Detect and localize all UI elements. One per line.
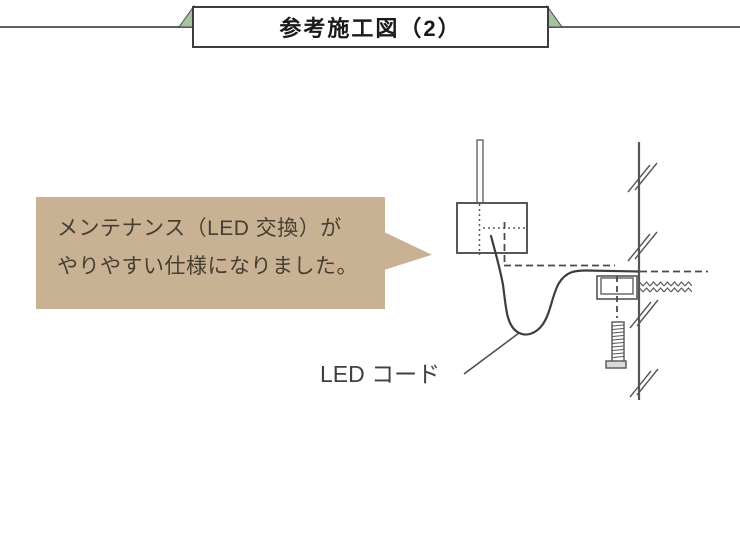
wall-hatch-marks bbox=[627, 162, 659, 398]
led-cord bbox=[489, 234, 640, 336]
cord-leader-line bbox=[463, 332, 520, 375]
fixture-body bbox=[456, 202, 528, 254]
callout-line-1: メンテナンス（LED 交換）が bbox=[57, 217, 342, 240]
cord-label: LED コード bbox=[320, 361, 440, 387]
cord-routing-dashed-path bbox=[503, 222, 615, 267]
page-title-text: 参考施工図（2） bbox=[279, 16, 462, 41]
installation-diagram: LED コード bbox=[320, 139, 708, 400]
mounting-screw bbox=[605, 321, 627, 369]
page-title: 参考施工図（2） bbox=[192, 6, 549, 48]
mounting-rod bbox=[476, 139, 484, 205]
wall-hole-hatch bbox=[640, 281, 692, 293]
callout-bubble: メンテナンス（LED 交換）が やりやすい仕様になりました。 bbox=[36, 197, 385, 309]
callout-line-2: やりやすい仕様になりました。 bbox=[57, 255, 358, 278]
